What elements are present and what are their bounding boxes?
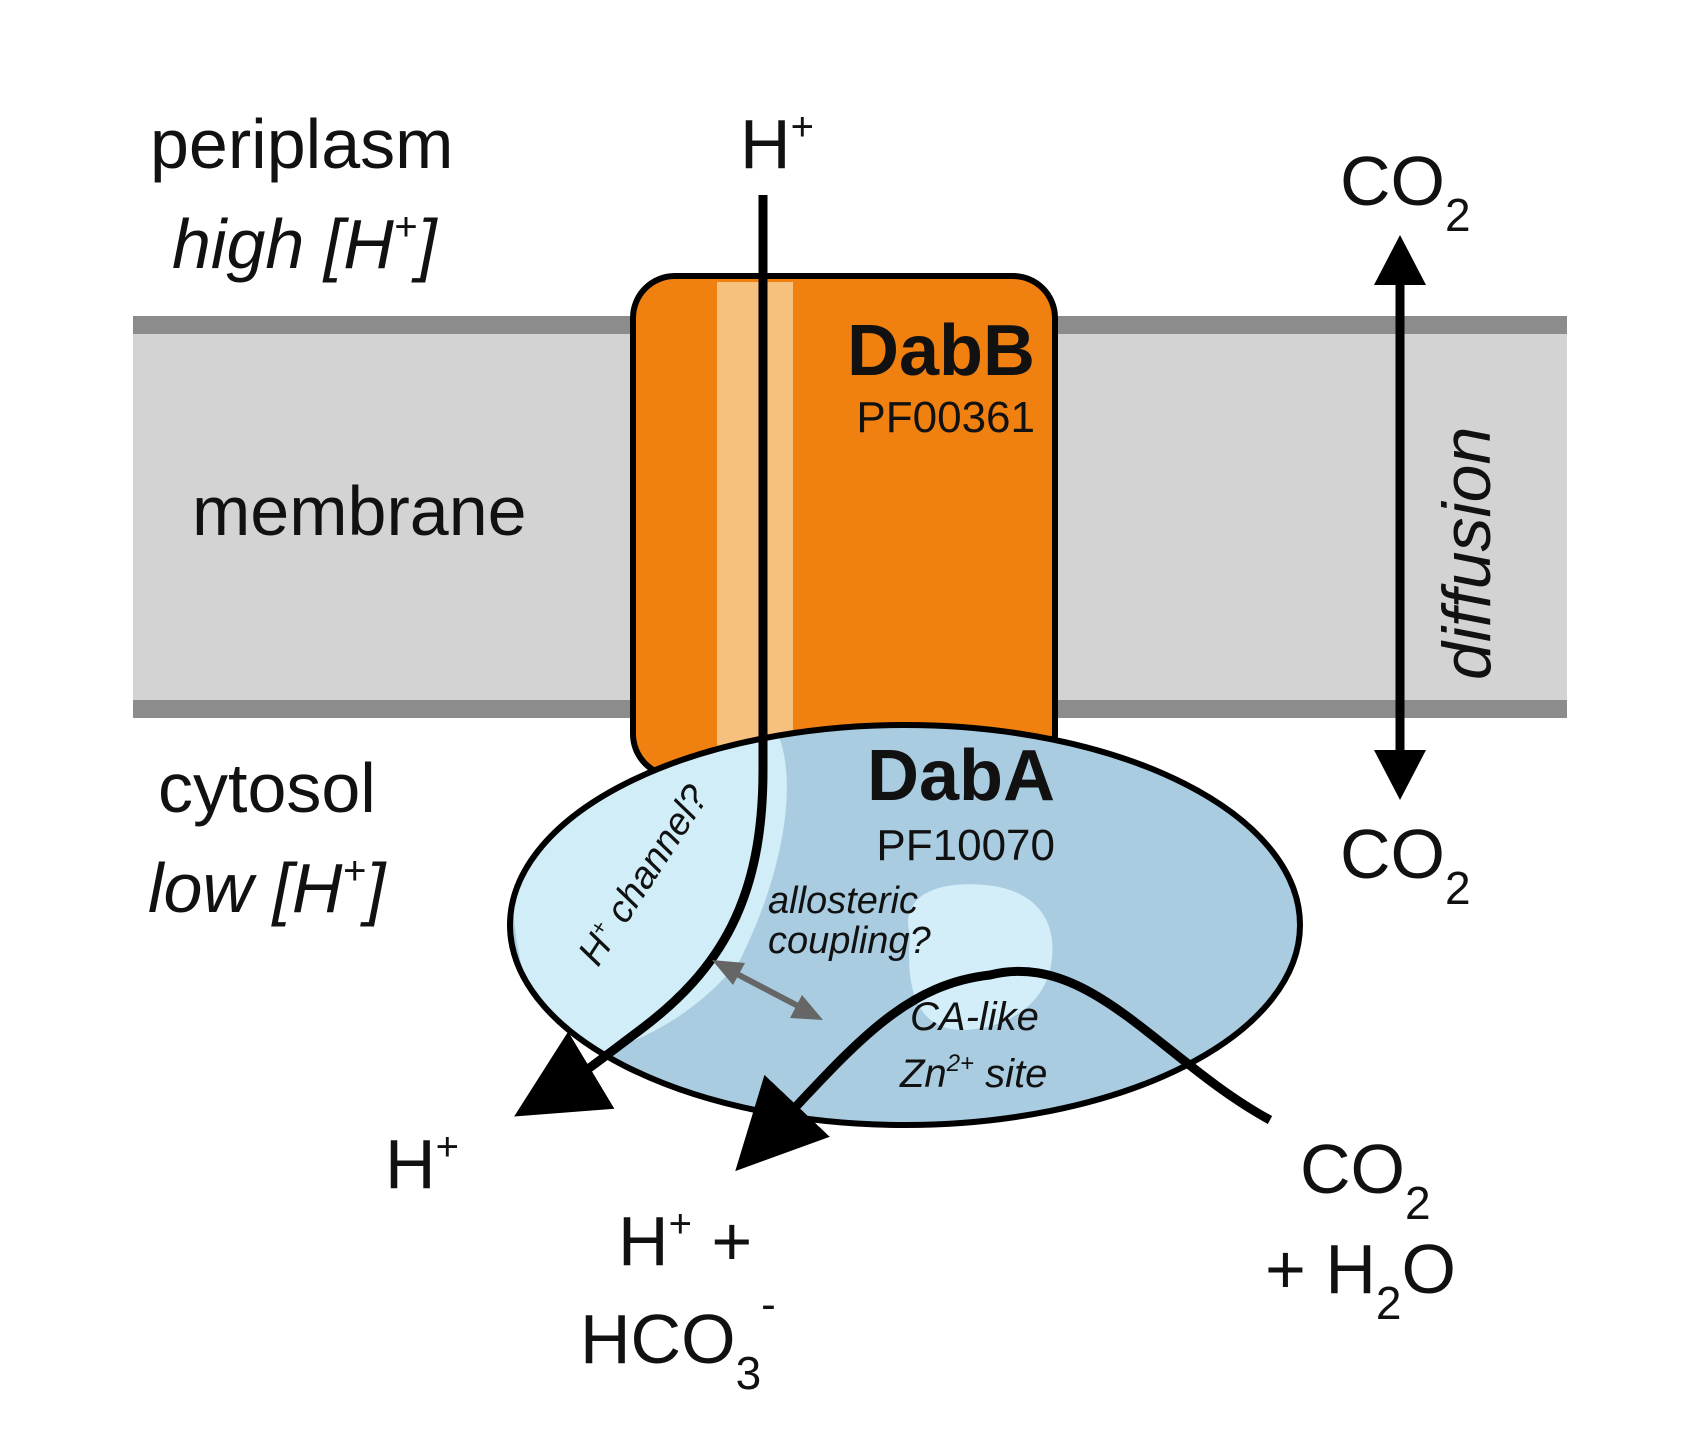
proton-path-arrow [514, 195, 768, 1117]
dabA-outline [507, 722, 1303, 1128]
co2-cytosol: CO2 [1340, 815, 1471, 914]
periplasm-note-plus: + [394, 205, 417, 249]
h-plus-cytosol: H+ [385, 1125, 459, 1203]
reactants-line2: + H2O [1265, 1230, 1456, 1329]
zn-site-label: Zn2+ site [899, 1050, 1047, 1096]
reactants-line1: CO2 [1300, 1130, 1431, 1229]
dabA-protein [507, 722, 1303, 1128]
dabB-channel [717, 282, 793, 772]
allosteric-label-line2: coupling? [768, 920, 932, 962]
products-line2: HCO3- [580, 1280, 776, 1399]
products-line1: H+ + [618, 1202, 752, 1280]
cytosol-label: cytosol [158, 749, 376, 827]
coupling-double-arrow [712, 960, 823, 1020]
h-plus-periplasm: H+ [740, 105, 814, 183]
membrane-label: membrane [192, 472, 527, 550]
allosteric-label-line1: allosteric [768, 880, 918, 922]
periplasm-note: high [H+] [172, 205, 438, 283]
ca-reaction-arrow [735, 966, 1273, 1172]
dabA-zn-pocket [908, 884, 1053, 1030]
dabB-protein [630, 273, 1058, 779]
cytosol-note-plus: + [342, 849, 365, 893]
dabB-name: DabB [847, 311, 1035, 391]
co2-periplasm: CO2 [1340, 142, 1471, 241]
cytosol-note: low [H+] [148, 849, 387, 927]
dabB-pfam: PF00361 [856, 393, 1035, 442]
ca-like-label: CA-like [910, 995, 1039, 1039]
dabA-pfam: PF10070 [876, 821, 1055, 870]
periplasm-label: periplasm [150, 105, 453, 183]
dabA-name: DabA [867, 736, 1055, 816]
diffusion-double-arrow [1374, 235, 1426, 800]
diffusion-label: diffusion [1429, 427, 1505, 680]
